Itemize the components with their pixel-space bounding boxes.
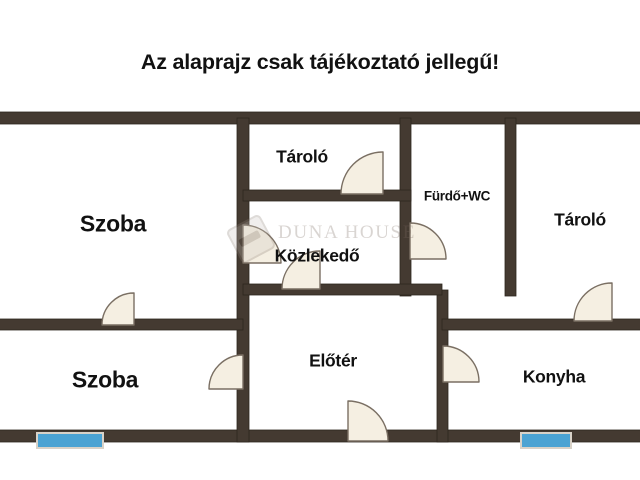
wall-vertical-center-a <box>236 117 250 443</box>
page-title: Az alaprajz csak tájékoztató jellegű! <box>140 50 500 74</box>
door-kozlekedo-south <box>281 250 321 290</box>
door-szoba-top-south <box>101 292 135 326</box>
door-szoba-bottom <box>208 354 244 390</box>
wall-horizontal-kozlekedo-mid <box>242 189 412 202</box>
room-label-tarolo-right: Tároló <box>554 209 606 230</box>
door-tarolo-right <box>573 282 613 322</box>
door-tarolo-center <box>340 151 384 195</box>
room-label-konyha: Konyha <box>522 366 586 387</box>
room-label-eloter: Előtér <box>309 350 357 371</box>
wall-vertical-furdo-right <box>504 117 517 297</box>
room-label-kozlekedo: Közlekedő <box>274 245 360 266</box>
door-furdo-wc <box>409 222 447 260</box>
wall-vertical-furdo-left <box>399 117 412 297</box>
room-label-szoba-bottom-left: Szoba <box>71 366 139 393</box>
room-label-tarolo-center: Tároló <box>276 146 328 167</box>
window-bottom-right <box>522 434 570 447</box>
wall-exterior-bottom <box>0 429 640 443</box>
doors-group <box>101 151 613 442</box>
window-bottom-left <box>38 434 102 447</box>
room-label-furdo-wc: Fürdő+WC <box>423 188 491 204</box>
wall-exterior-top <box>0 111 640 125</box>
windows-group <box>36 432 572 449</box>
room-label-szoba-top-left: Szoba <box>79 210 147 237</box>
door-szoba-top-to-kozlekedo <box>242 224 282 264</box>
wall-horizontal-konyha-top <box>441 318 640 331</box>
door-eloter-entry <box>347 400 389 442</box>
wall-horizontal-tarolo-bottom <box>242 283 443 296</box>
door-eloter-to-konyha <box>442 345 480 383</box>
